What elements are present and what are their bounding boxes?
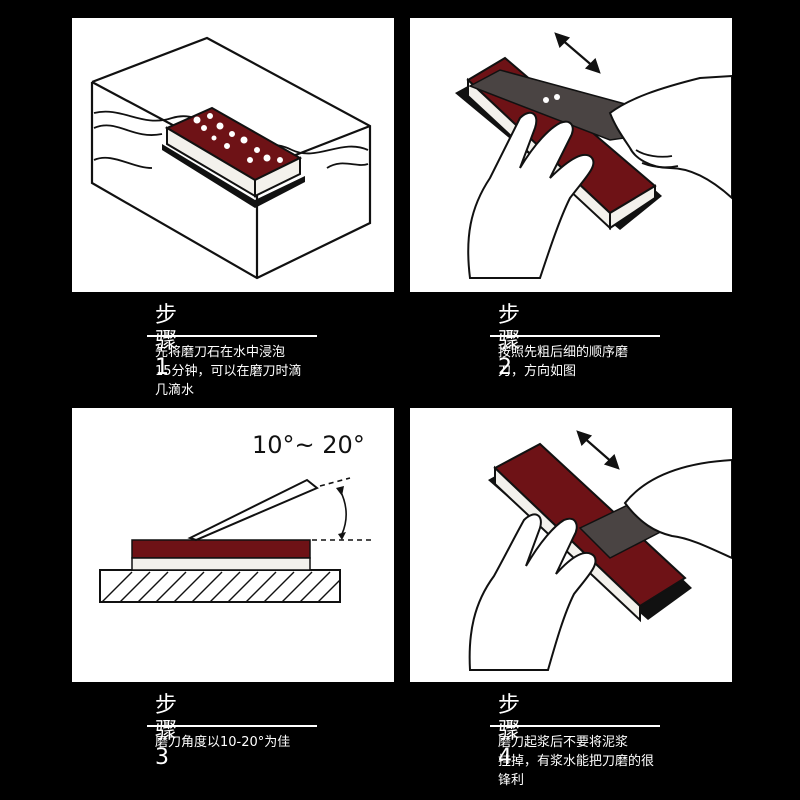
step-description: 先将磨刀石在水中浸泡 15分钟，可以在磨刀时滴 几滴水 [155,345,302,398]
direction-arrow-icon [554,32,601,74]
angle-diagram: 10°~ 20° [99,431,372,603]
divider [147,725,317,727]
angle-label: 10°~ 20° [252,431,365,459]
step-description: 磨刀起浆后不要将泥浆 挂掉，有浆水能把刀磨的很 锋利 [498,735,655,788]
direction-arrow-icon [576,430,620,470]
step-description: 磨刀角度以10-20°为佳 [155,735,291,750]
step4-illustration [410,408,732,682]
whetstone [162,106,305,208]
divider [147,335,317,337]
divider [490,335,660,337]
sharpening-illustration-2 [468,430,732,671]
step-title: 步骤2 [498,303,522,380]
step1-illustration [72,18,394,292]
divider [490,725,660,727]
step3-illustration: 10°~ 20° [72,408,394,682]
step-title: 步骤3 [155,693,179,770]
step2-illustration [410,18,732,292]
step-description: 按照先粗后细的顺序磨 刀，方向如图 [498,345,629,379]
sharpening-illustration [455,32,732,279]
water-tank-illustration [90,36,372,280]
